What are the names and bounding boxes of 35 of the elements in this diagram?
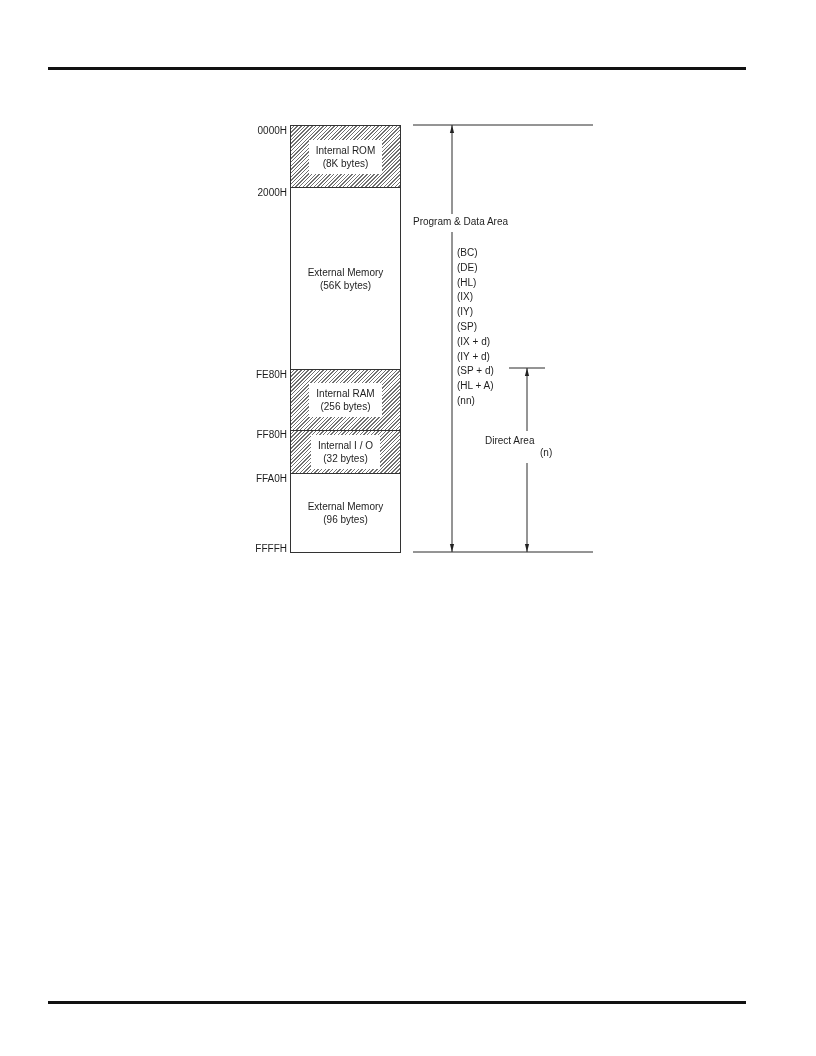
- block-size: (8K bytes): [322, 156, 369, 170]
- address-label: FFFFH: [255, 543, 287, 555]
- memory-block: [290, 473, 401, 553]
- block-name: Internal ROM: [315, 143, 376, 157]
- area-label: Direct Area: [485, 435, 535, 447]
- block-size: (56K bytes): [319, 278, 372, 292]
- addressing-mode-label: (SP + d): [457, 365, 494, 378]
- memory-block: [290, 187, 401, 370]
- address-label: 0000H: [257, 125, 287, 137]
- hatched-memory-block: [290, 430, 401, 474]
- addressing-mode-label: (HL + A): [457, 380, 494, 393]
- addressing-mode-label: (DE): [457, 261, 478, 274]
- address-label: FF80H: [256, 429, 287, 441]
- addressing-mode-label: (SP): [457, 321, 477, 333]
- block-size: (96 bytes): [323, 513, 368, 526]
- address-label: 2000H: [257, 187, 287, 199]
- addressing-mode-label: (IX + d): [457, 335, 491, 348]
- hatched-memory-block: [290, 125, 401, 188]
- area-label: Program & Data Area: [413, 216, 509, 228]
- addressing-mode-label: (HL): [457, 276, 477, 289]
- address-label: FE80H: [255, 369, 287, 381]
- addressing-mode-label: (IY + d): [457, 350, 490, 363]
- block-name: External Memory: [307, 500, 384, 513]
- addressing-mode-label: (BC): [457, 247, 478, 259]
- address-label: FFA0H: [255, 473, 287, 485]
- block-name: Internal RAM: [316, 387, 375, 400]
- block-size: (32 bytes): [323, 452, 368, 465]
- addressing-mode-label: (nn): [457, 395, 475, 407]
- operand-label: (n): [540, 447, 553, 459]
- addressing-mode-label: (IY): [457, 306, 474, 319]
- hatched-memory-block: [290, 369, 401, 431]
- addressing-mode-label: (IX): [457, 291, 474, 304]
- block-name: Internal I / O: [318, 439, 373, 452]
- block-size: (256 bytes): [320, 400, 371, 413]
- block-name: External Memory: [307, 265, 384, 279]
